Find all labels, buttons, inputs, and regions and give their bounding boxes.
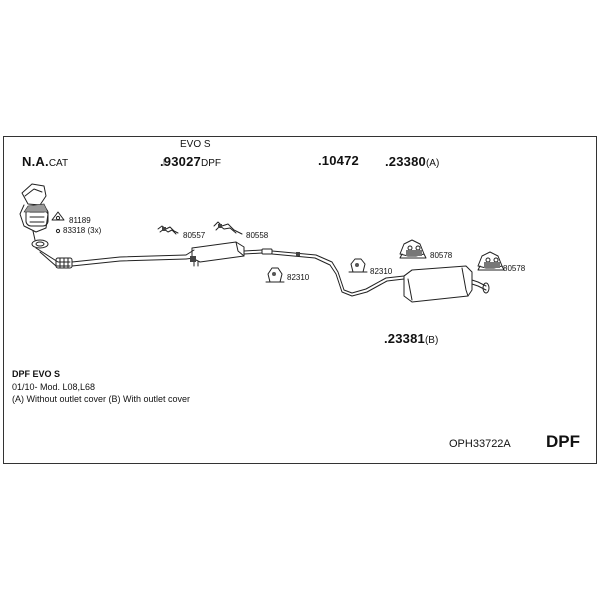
label-80558: 80558 [246,231,269,240]
gasket-81189 [51,211,65,221]
part-93027: .93027DPF [160,154,221,170]
rear-silencer-part [403,265,490,303]
evo-label: EVO S [180,139,211,150]
middle-silencer-part [185,241,263,267]
label-80578-left: 80578 [430,251,453,260]
label-82310-right: 82310 [370,267,393,276]
diagram-frame [3,136,597,464]
intermediate-pipe-part [261,248,405,297]
note-line-1: DPF EVO S [12,369,61,379]
label-80557: 80557 [183,231,206,240]
part-23380: .23380(A) [385,154,439,170]
label-80578-right: 80578 [503,264,526,273]
part-23381-number: .23381 [384,331,425,346]
part-10472: .10472 [318,153,359,168]
hanger-80557 [157,225,179,235]
catalytic-converter-part [19,183,49,249]
part-na-cat: N.A.CAT [22,154,68,170]
part-23380-suffix: (A) [425,158,440,169]
part-23380-number: .23380 [385,154,426,169]
part-93027-suffix: DPF [200,158,221,169]
clamp-82310-right [348,258,368,273]
note-line-3: (A) Without outlet cover (B) With outlet… [12,394,191,404]
system-type: DPF [546,432,580,451]
part-93027-number: .93027 [160,154,201,169]
label-81189: 81189 [69,216,91,225]
part-23381: .23381(B) [384,331,438,347]
na-label: N.A. [22,154,49,169]
part-23381-suffix: (B) [424,335,439,346]
front-pipe-part [35,247,187,269]
nut-83318 [55,228,61,234]
label-83318: 83318 (3x) [63,226,102,235]
system-code: OPH33722A [449,438,511,450]
note-line-2: 01/10- Mod. L08,L68 [12,382,96,392]
label-82310-left: 82310 [287,273,310,282]
cat-label: CAT [48,158,69,169]
clamp-82310-left [265,267,285,283]
